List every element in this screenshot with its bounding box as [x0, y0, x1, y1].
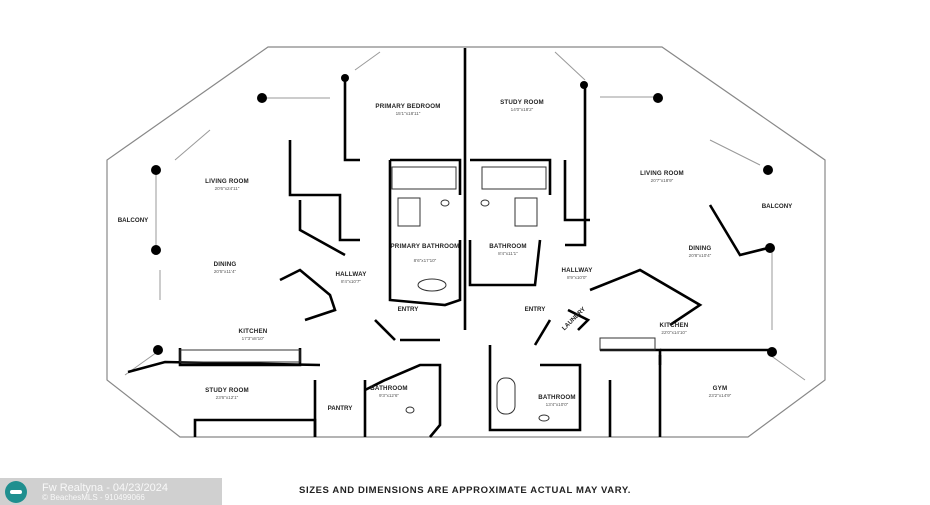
room-dims-hallway-left: 8'4"x10'7" — [341, 279, 361, 284]
walls — [127, 48, 770, 438]
room-dims-bathroom-right: 13'4"x10'0" — [546, 402, 569, 407]
room-name-kitchen-right: KITCHEN — [660, 322, 689, 329]
room-dims-bathroom-center: 8'4"x11'1" — [498, 251, 518, 256]
mls-watermark: Fw Realtyna - 04/23/2024 © BeachesMLS - … — [0, 478, 222, 505]
room-dims-dining-left: 20'5"x11'4" — [214, 269, 237, 274]
room-name-primary-bedroom: PRIMARY BEDROOM — [375, 103, 440, 110]
room-dims-dining-right: 20'8"x10'4" — [689, 253, 712, 258]
room-name-bathroom-center: BATHROOM — [489, 243, 527, 250]
room-dims-study-room-top: 14'0"x18'2" — [511, 107, 534, 112]
room-name-dining-left: DINING — [214, 261, 237, 268]
realtyna-logo-icon — [5, 481, 27, 503]
fixtures — [179, 166, 656, 422]
room-dims-primary-bedroom: 15'1"x18'11" — [396, 111, 421, 116]
balcony-outline — [106, 46, 826, 438]
room-name-primary-bathroom: PRIMARY BATHROOM — [390, 243, 459, 250]
label-balcony-right: BALCONY — [762, 203, 793, 210]
room-name-study-room-bottom: STUDY ROOM — [205, 387, 249, 394]
room-name-kitchen-left: KITCHEN — [239, 328, 268, 335]
room-dims-hallway-right: 8'9"x10'0" — [567, 275, 587, 280]
room-dims-gym: 23'2"x14'9" — [709, 393, 732, 398]
columns — [151, 74, 777, 357]
room-name-study-room-top: STUDY ROOM — [500, 99, 544, 106]
exterior-glazing — [124, 51, 806, 381]
room-name-bathroom-left: BATHROOM — [370, 385, 408, 392]
label-pantry: PANTRY — [328, 405, 354, 412]
room-name-living-room-right: LIVING ROOM — [640, 170, 684, 177]
room-name-dining-right: DINING — [689, 245, 712, 252]
room-name-hallway-right: HALLWAY — [561, 267, 593, 274]
room-dims-living-room-left: 20'6"x24'11" — [215, 186, 240, 191]
room-name-living-room-left: LIVING ROOM — [205, 178, 249, 185]
room-dims-bathroom-left: 9'3"x12'6" — [379, 393, 399, 398]
disclaimer-text: SIZES AND DIMENSIONS ARE APPROXIMATE ACT… — [299, 485, 631, 496]
room-name-gym: GYM — [713, 385, 728, 392]
room-dims-study-room-bottom: 23'6"x12'1" — [216, 395, 239, 400]
room-name-hallway-left: HALLWAY — [335, 271, 367, 278]
watermark-line1: Fw Realtyna - 04/23/2024 — [42, 482, 168, 494]
label-balcony-left: BALCONY — [118, 217, 149, 224]
room-dims-primary-bathroom: 8'6"x17'10" — [414, 258, 437, 263]
room-dims-kitchen-right: 22'0"x14'10" — [661, 330, 687, 335]
room-dims-kitchen-left: 17'3"x8'10" — [242, 336, 265, 341]
room-name-bathroom-right: BATHROOM — [538, 394, 576, 401]
label-entry-left: ENTRY — [398, 306, 420, 313]
watermark-line2: © BeachesMLS - 910499066 — [42, 493, 145, 502]
room-dims-living-room-right: 20'7"x18'9" — [651, 178, 674, 183]
label-entry-right: ENTRY — [525, 306, 547, 313]
